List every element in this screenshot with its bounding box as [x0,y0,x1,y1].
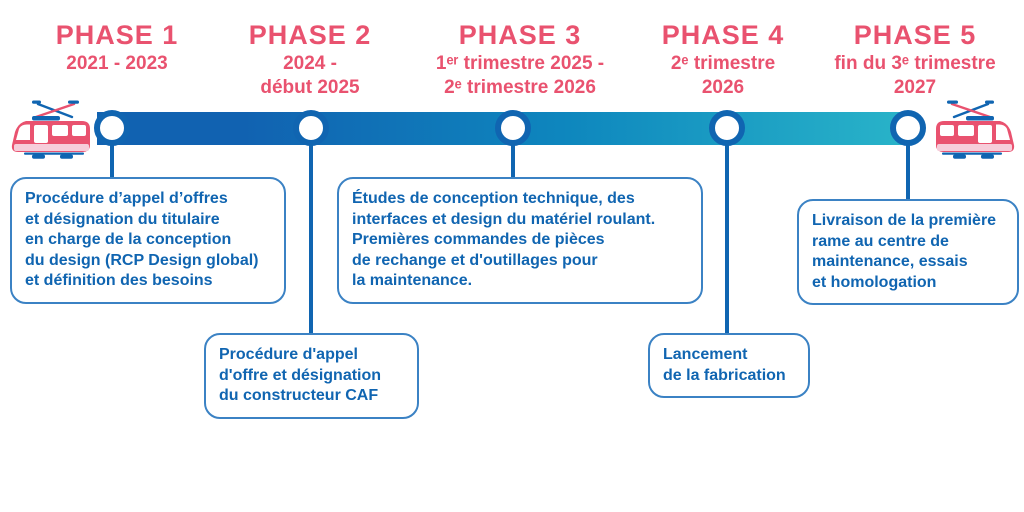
timeline-node-phase-1 [94,110,130,146]
timeline-node-phase-2 [293,110,329,146]
phase-5-dates: fin du 3ᵉ trimestre 2027 [834,53,996,98]
connector-phase-4 [725,143,729,335]
tram-icon-left [11,100,90,159]
connector-phase-2 [309,143,313,335]
phase-5-title: PHASE 5 [853,20,977,50]
phase-5-note-box: Livraison de la première rame au centre … [797,199,1019,305]
timeline-node-phase-5 [890,110,926,146]
phase-1-title: PHASE 1 [55,20,179,50]
phase-1-header: PHASE 1 2021 - 2023 [27,20,207,76]
connector-phase-3 [511,143,515,179]
phase-4-note-box: Lancement de la fabrication [648,333,810,398]
connector-phase-1 [110,143,114,179]
phase-4-title: PHASE 4 [661,20,785,50]
phase-4-dates: 2ᵉ trimestre 2026 [670,53,776,98]
phase-2-header: PHASE 2 2024 - début 2025 [220,20,400,100]
timeline-node-phase-4 [709,110,745,146]
phase-3-note-box: Études de conception technique, des inte… [337,177,703,304]
pantograph [947,100,994,121]
phase-4-header: PHASE 4 2ᵉ trimestre 2026 [633,20,813,100]
phase-2-dates: 2024 - début 2025 [260,53,360,98]
phase-5-header: PHASE 5 fin du 3ᵉ trimestre 2027 [795,20,1024,100]
phase-1-dates: 2021 - 2023 [66,53,168,74]
tram-body [11,121,90,159]
phase-3-dates: 1ᵉʳ trimestre 2025 - 2ᵉ trimestre 2026 [435,53,605,98]
phase-2-note-box: Procédure d'appel d'offre et désignation… [204,333,419,419]
timeline-node-phase-3 [495,110,531,146]
phase-3-title: PHASE 3 [458,20,582,50]
phase-3-header: PHASE 3 1ᵉʳ trimestre 2025 - 2ᵉ trimestr… [395,20,645,100]
phase-1-note-box: Procédure d’appel d’offres et désignatio… [10,177,286,304]
tram-body [936,121,1015,159]
pantograph [32,100,79,121]
tram-icon-right [936,100,1015,159]
connector-phase-5 [906,143,910,201]
phase-2-title: PHASE 2 [248,20,372,50]
